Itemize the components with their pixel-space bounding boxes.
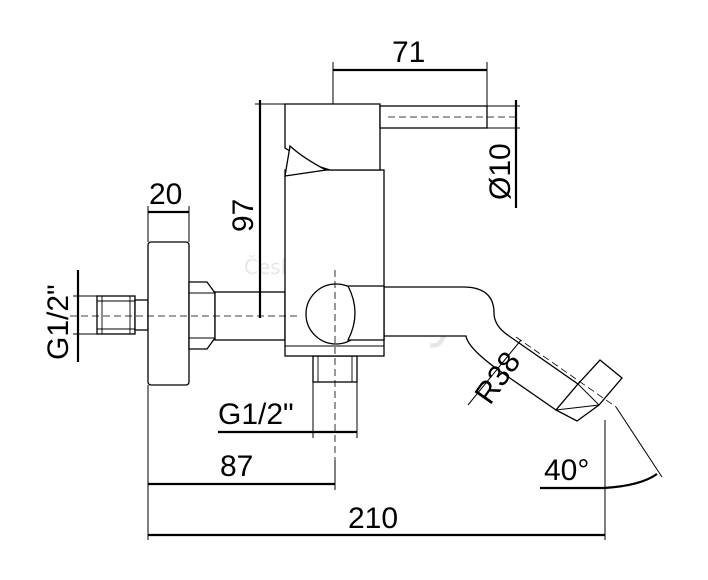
hex-nut: [188, 281, 216, 350]
dim-inlet-thread: G1/2": [42, 284, 75, 360]
dim-wall-to-axis: 87: [220, 450, 253, 483]
spout: [379, 286, 579, 411]
dim-lever-length: 71: [392, 36, 425, 69]
dim-total-length: 210: [348, 502, 398, 535]
dim-spout-angle: 40°: [544, 454, 589, 487]
inlet-connector: [96, 295, 136, 335]
dim-flange-width: 20: [149, 178, 182, 211]
dim-height: 97: [227, 199, 260, 232]
dim-outlet-thread: G1/2": [218, 398, 294, 431]
dimension-lines: [73, 62, 663, 540]
dim-lever-diameter: Ø10: [484, 143, 517, 200]
wall-flange: [147, 241, 190, 386]
faucet-outline: [96, 103, 623, 422]
center-lines: [70, 116, 617, 460]
